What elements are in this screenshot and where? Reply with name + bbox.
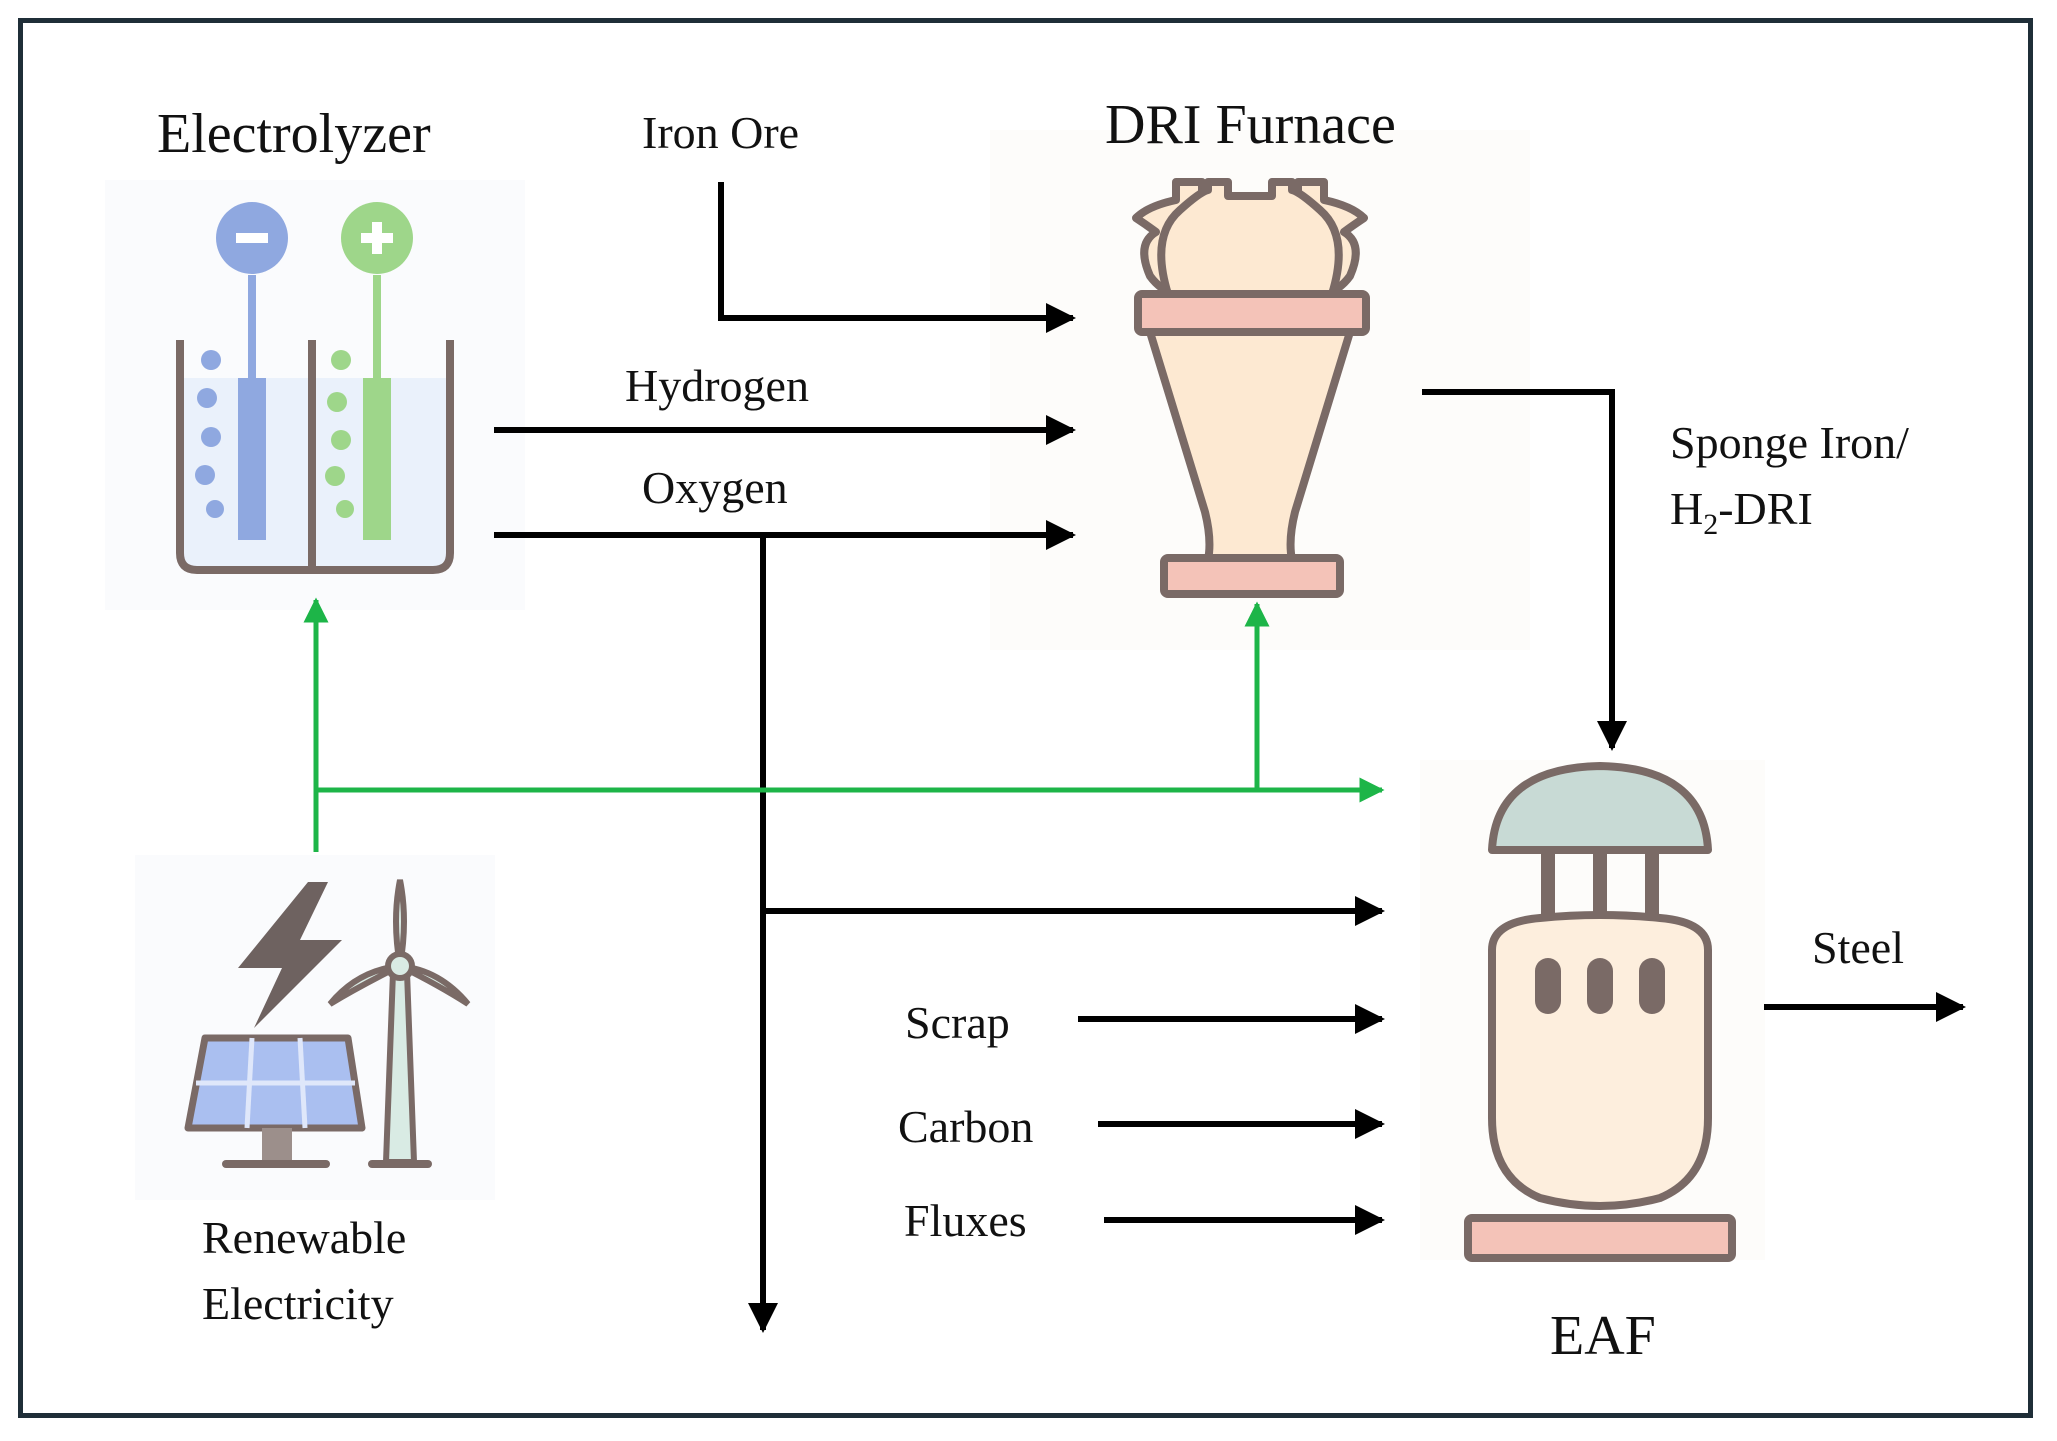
fluxes-label: Fluxes: [904, 1195, 1027, 1246]
hydrogen-label: Hydrogen: [625, 360, 809, 411]
sponge-iron-line1: Sponge Iron/: [1670, 417, 1909, 468]
sponge-iron-label: Sponge Iron/ H2-DRI: [1670, 420, 1909, 540]
steel-label: Steel: [1812, 922, 1904, 973]
eaf-icon: [1420, 760, 1765, 1262]
oxygen-label: Oxygen: [642, 462, 788, 513]
iron-ore-arrow: [718, 182, 1076, 333]
eaf-label: EAF: [1550, 1305, 1656, 1367]
iron-ore-label: Iron Ore: [642, 107, 800, 158]
carbon-label: Carbon: [898, 1101, 1034, 1152]
renewable-line1: Renewable: [202, 1212, 407, 1263]
solar-wind-icon: [135, 855, 495, 1200]
renewable-line2: Electricity: [202, 1278, 394, 1329]
sponge-iron-arrow: [1422, 389, 1627, 751]
dri-furnace-label: DRI Furnace: [1105, 94, 1396, 156]
scrap-label: Scrap: [905, 997, 1010, 1048]
renewable-electricity-label: Renewable Electricity: [202, 1205, 406, 1337]
electrolyzer-label: Electrolyzer: [157, 103, 431, 165]
electrolyzer-icon: [105, 180, 525, 610]
sponge-iron-line2: H2-DRI: [1670, 483, 1813, 542]
